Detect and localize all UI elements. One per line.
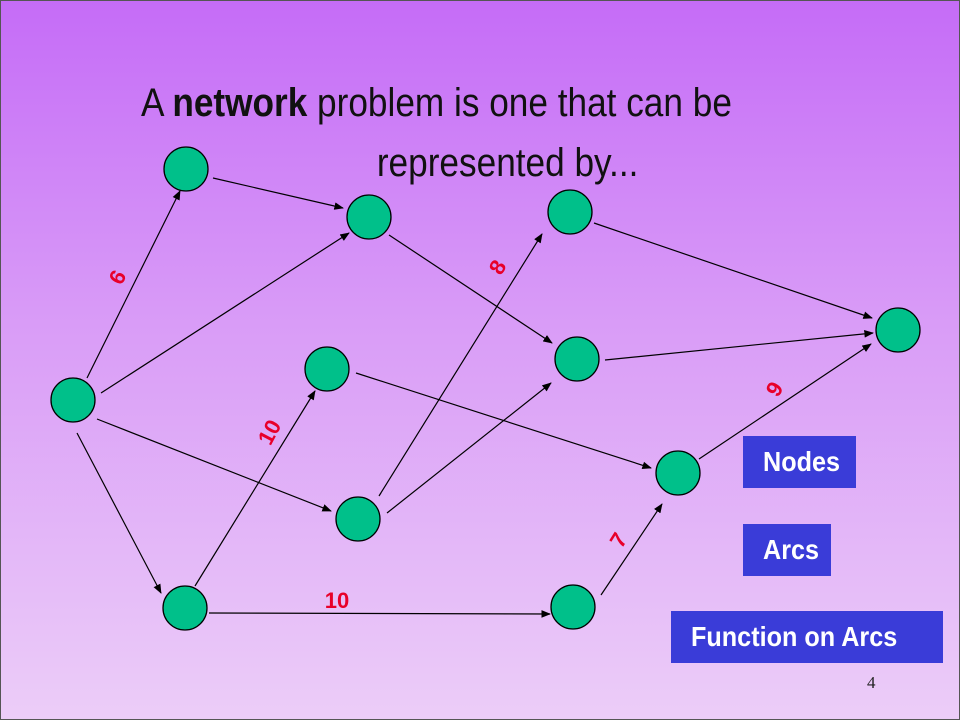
node	[162, 585, 208, 631]
node	[304, 346, 350, 392]
arc	[378, 233, 543, 497]
arc	[86, 190, 181, 379]
title-line2: represented by...	[376, 141, 639, 185]
node	[554, 336, 600, 382]
nodes-button-label: Nodes	[763, 446, 841, 477]
arc	[604, 330, 874, 361]
arc	[698, 343, 872, 460]
node	[547, 189, 593, 235]
weights-group: 6 8 9 10 7 10	[104, 256, 789, 613]
nodes-group	[50, 146, 921, 631]
arc	[208, 610, 551, 618]
node	[875, 307, 921, 353]
title-rest: problem is one that can be	[307, 81, 732, 125]
node	[163, 146, 209, 192]
arc	[600, 503, 663, 596]
title-bold-word: network	[172, 81, 308, 125]
node	[50, 377, 96, 423]
weight-label: 6	[104, 266, 132, 289]
weight-label: 10	[253, 416, 287, 449]
arc	[593, 222, 873, 319]
weight-label: 10	[325, 588, 349, 613]
weight-label: 7	[605, 528, 633, 552]
arcs-button[interactable]: Arcs	[743, 524, 831, 576]
arc	[386, 382, 552, 514]
function-on-arcs-button[interactable]: Function on Arcs	[671, 611, 943, 663]
arc	[212, 177, 344, 210]
node	[335, 496, 381, 542]
arc	[194, 390, 316, 587]
nodes-button[interactable]: Nodes	[743, 436, 856, 488]
arc	[100, 232, 350, 394]
node	[346, 194, 392, 240]
weight-label: 8	[484, 256, 512, 279]
slide-title: A network problem is one that can be rep…	[141, 73, 757, 193]
arcs-button-label: Arcs	[763, 534, 820, 565]
title-prefix: A	[141, 81, 173, 125]
node	[550, 584, 596, 630]
arc	[388, 234, 553, 344]
page-number: 4	[867, 673, 876, 692]
function-on-arcs-label: Function on Arcs	[691, 621, 898, 652]
weight-label: 9	[761, 377, 789, 401]
arc	[96, 418, 332, 512]
arcs-group	[76, 177, 874, 618]
arc	[76, 432, 162, 594]
node	[655, 450, 701, 496]
